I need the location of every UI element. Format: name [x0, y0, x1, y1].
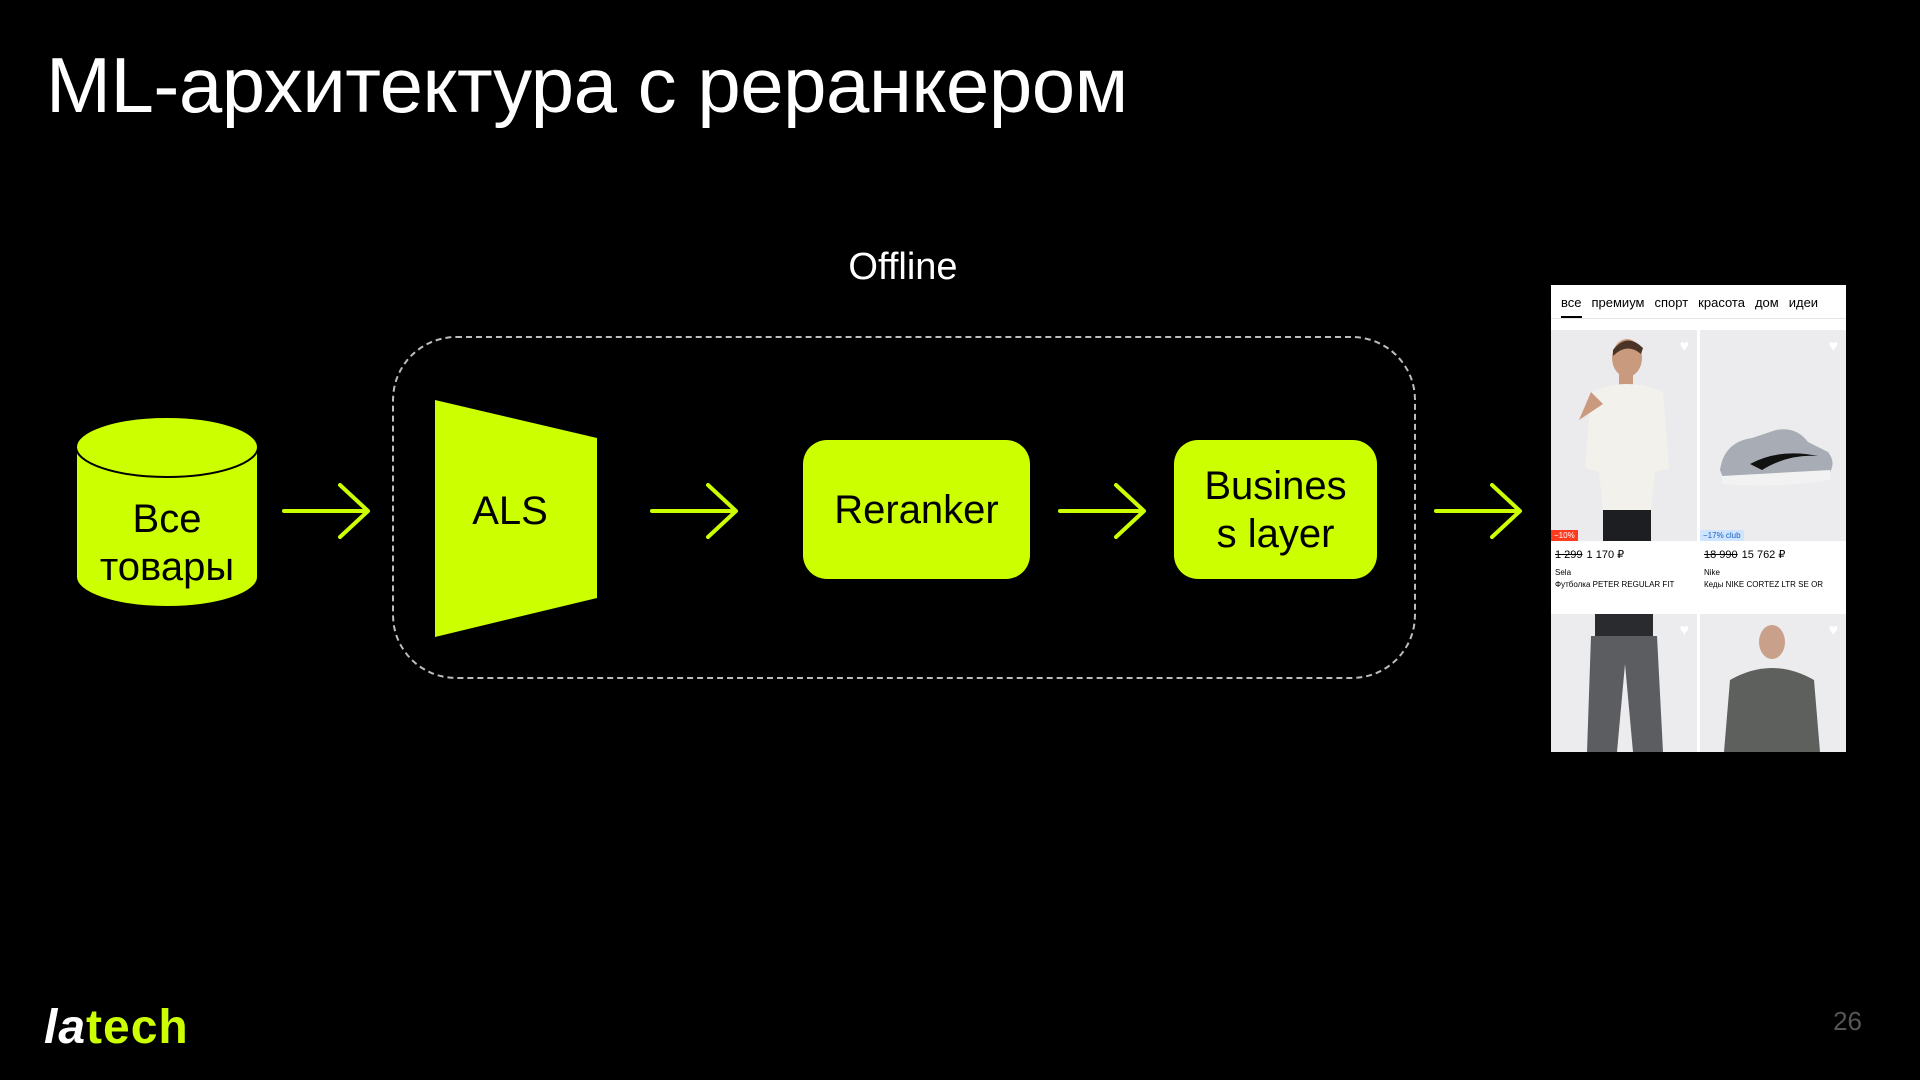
- man-tshirt-illustration: [1579, 339, 1669, 541]
- arrow-reranker-to-business: [1058, 483, 1146, 539]
- tab-sport[interactable]: спорт: [1654, 295, 1689, 310]
- discount-badge: −10%: [1551, 530, 1578, 541]
- offline-group-label: Offline: [848, 246, 958, 288]
- favorite-heart-icon[interactable]: ♥: [1828, 622, 1839, 639]
- product-brand: Nike: [1704, 568, 1721, 577]
- old-price: 18 990: [1704, 549, 1738, 561]
- jeans-illustration: [1587, 614, 1663, 752]
- slide-title: ML-архитектура с реранкером: [46, 41, 1128, 129]
- recommendation-feed-preview: все премиум спорт красота дом идеи ♥ −10…: [1551, 285, 1846, 752]
- source-database-shape: [75, 416, 259, 608]
- als-trapezoid-shape: [435, 400, 597, 637]
- logo-part-la: la: [44, 1001, 87, 1054]
- page-number: 26: [1833, 1006, 1862, 1036]
- tabs-divider: [1551, 318, 1846, 319]
- current-price: 1 170 ₽: [1586, 549, 1625, 561]
- club-discount-badge: −17% club: [1700, 530, 1744, 541]
- favorite-heart-icon[interactable]: ♥: [1679, 338, 1690, 355]
- reranker-node-label: Reranker: [834, 487, 999, 532]
- als-node-label: ALS: [472, 489, 548, 533]
- product-image-tshirt[interactable]: ♥ −10%: [1551, 330, 1697, 541]
- tab-ideas[interactable]: идеи: [1788, 295, 1819, 310]
- product-brand: Sela: [1555, 568, 1572, 577]
- sneaker-illustration: [1720, 429, 1833, 486]
- company-logo: latech: [44, 1000, 189, 1055]
- arrow-business-to-output: [1434, 483, 1522, 539]
- category-tabs: все премиум спорт красота дом идеи: [1551, 285, 1846, 318]
- business-layer-node-label: Busines s layer: [1204, 463, 1347, 556]
- arrow-source-to-als: [282, 483, 370, 539]
- tab-beauty[interactable]: красота: [1698, 295, 1745, 310]
- product-image-sneakers[interactable]: ♥ −17% club: [1700, 330, 1846, 541]
- tab-all[interactable]: все: [1561, 295, 1582, 318]
- favorite-heart-icon[interactable]: ♥: [1828, 338, 1839, 355]
- product-image-jeans[interactable]: ♥: [1551, 614, 1697, 752]
- product-image-sweater[interactable]: ♥: [1700, 614, 1846, 752]
- product-name[interactable]: Кеды NIKE CORTEZ LTR SE OR: [1704, 580, 1824, 589]
- offline-group-frame: [392, 336, 1416, 679]
- man-sweater-illustration: [1724, 625, 1820, 752]
- current-price: 15 762 ₽: [1741, 549, 1786, 561]
- favorite-heart-icon[interactable]: ♥: [1679, 622, 1690, 639]
- tab-home[interactable]: дом: [1754, 295, 1779, 310]
- tab-premium[interactable]: премиум: [1591, 295, 1645, 310]
- source-node-label: Все товары: [99, 497, 235, 589]
- old-price: 1 299: [1555, 549, 1583, 561]
- logo-part-tech: tech: [86, 1001, 189, 1054]
- arrow-als-to-reranker: [650, 483, 738, 539]
- reranker-node: Reranker: [803, 440, 1030, 579]
- product-name[interactable]: Футболка PETER REGULAR FIT: [1555, 580, 1675, 589]
- business-layer-node: Busines s layer: [1174, 440, 1377, 579]
